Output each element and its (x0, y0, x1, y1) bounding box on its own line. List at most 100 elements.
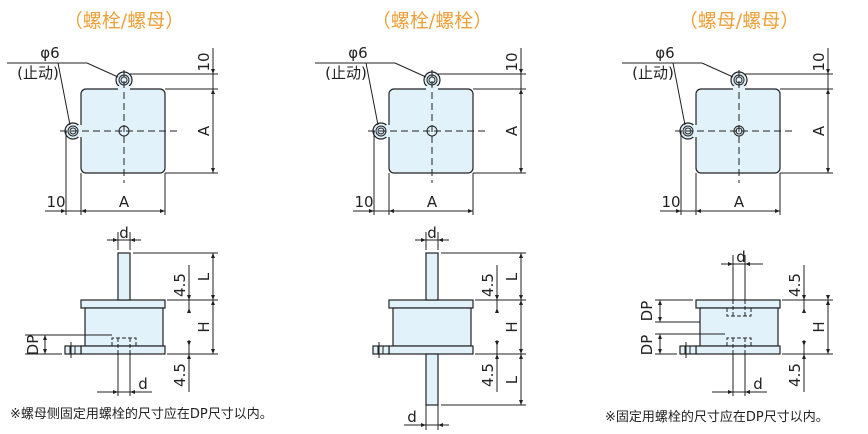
dim-H: H (195, 321, 213, 332)
arrowhead (495, 295, 499, 300)
dim-10-horizontal: 10 (46, 193, 65, 211)
dim-A-horizontal: A (734, 193, 745, 211)
hidden-thread-bottom (726, 337, 752, 354)
stop-hole-left-inner (377, 127, 385, 135)
arrowhead (745, 390, 750, 394)
top-flange (695, 299, 781, 309)
arrowhead (211, 300, 215, 305)
arrowhead (421, 423, 426, 427)
dim-A-vertical: A (503, 125, 521, 136)
arrowhead (745, 262, 750, 266)
arrowhead (43, 349, 47, 354)
arrowhead (369, 209, 374, 213)
panel-title: （螺栓/螺母） (64, 10, 184, 32)
arrowhead (826, 295, 830, 300)
arrowhead (802, 308, 806, 313)
arrowhead (802, 341, 806, 346)
ear-joint (733, 86, 745, 92)
stop-hole-top (118, 74, 130, 86)
arrowhead (81, 209, 86, 213)
stop-hole-left-inner (684, 127, 692, 135)
arrowhead (187, 354, 191, 359)
arrowhead (519, 300, 523, 305)
dim-d-bottom: d (407, 408, 417, 426)
arrowhead (130, 238, 135, 242)
dim-4-5-bottom: 4.5 (171, 363, 189, 387)
dim-A-vertical: A (195, 125, 213, 136)
bottom-stud (425, 353, 439, 406)
arrowhead (61, 209, 66, 213)
arrowhead (468, 209, 473, 213)
note-right: ※固定用螺栓的尺寸应在DP尺寸以内。 (605, 409, 829, 425)
arrowhead (826, 69, 830, 74)
arrowhead (728, 390, 733, 394)
arrowhead (211, 349, 215, 354)
hole-diameter-label: φ6 (348, 44, 367, 62)
panel-title: （螺母/螺母） (679, 10, 799, 32)
dim-L: L (195, 272, 213, 281)
stop-hole-left (67, 125, 79, 137)
ear-joint (386, 125, 392, 137)
leader (57, 62, 71, 126)
dim-4-5-top: 4.5 (171, 273, 189, 297)
arrowhead (802, 295, 806, 300)
leader (394, 62, 427, 78)
arrowhead (211, 295, 215, 300)
hole-diameter-label: φ6 (40, 44, 59, 62)
arrowhead (519, 349, 523, 354)
arrowhead (519, 295, 523, 300)
stop-hole-left (375, 125, 387, 137)
hidden-thread-bottom (111, 337, 137, 354)
dim-10-vertical: 10 (503, 52, 521, 71)
dim-4-5-top: 4.5 (479, 273, 497, 297)
arrowhead (43, 335, 47, 340)
dim-A-horizontal: A (119, 193, 130, 211)
arrowhead (211, 253, 215, 258)
arrowhead (658, 334, 662, 339)
dim-4-5-bottom: 4.5 (786, 363, 804, 387)
ear-joint (426, 86, 438, 92)
bottom-flange (388, 345, 474, 355)
bottom-flange (80, 345, 166, 355)
hole-diameter-label: φ6 (655, 44, 674, 62)
dim-DP-top: DP (638, 301, 656, 322)
dim-H: H (810, 321, 828, 332)
stop-hole-top (426, 74, 438, 86)
arrowhead (130, 390, 135, 394)
arrowhead (519, 253, 523, 258)
arrowhead (519, 89, 523, 94)
bottom-flange (695, 345, 781, 355)
dim-DP-bottom: DP (638, 335, 656, 356)
stop-hole-left-inner (69, 127, 77, 135)
arrowhead (826, 300, 830, 305)
dim-10-vertical: 10 (810, 52, 828, 71)
dim-4-5-top: 4.5 (786, 273, 804, 297)
stop-hole-label: (止动) (17, 64, 59, 82)
center-hole (118, 125, 130, 137)
stop-hole-top-inner (735, 76, 743, 84)
stop-hole-left (682, 125, 694, 137)
stop-hole-top-inner (428, 76, 436, 84)
arrowhead (211, 69, 215, 74)
arrowhead (113, 238, 118, 242)
arrowhead (389, 209, 394, 213)
note-left: ※螺母侧固定用螺栓的尺寸应在DP尺寸以内。 (10, 406, 273, 422)
rubber-body (699, 307, 779, 347)
rubber-body (84, 307, 164, 347)
arrowhead (211, 89, 215, 94)
stop-tab (679, 345, 697, 355)
stop-hole-label: (止动) (325, 64, 367, 82)
top-stud (117, 252, 131, 301)
arrowhead (676, 209, 681, 213)
dim-d-top: d (119, 224, 129, 242)
dim-d-bottom: d (138, 375, 148, 393)
